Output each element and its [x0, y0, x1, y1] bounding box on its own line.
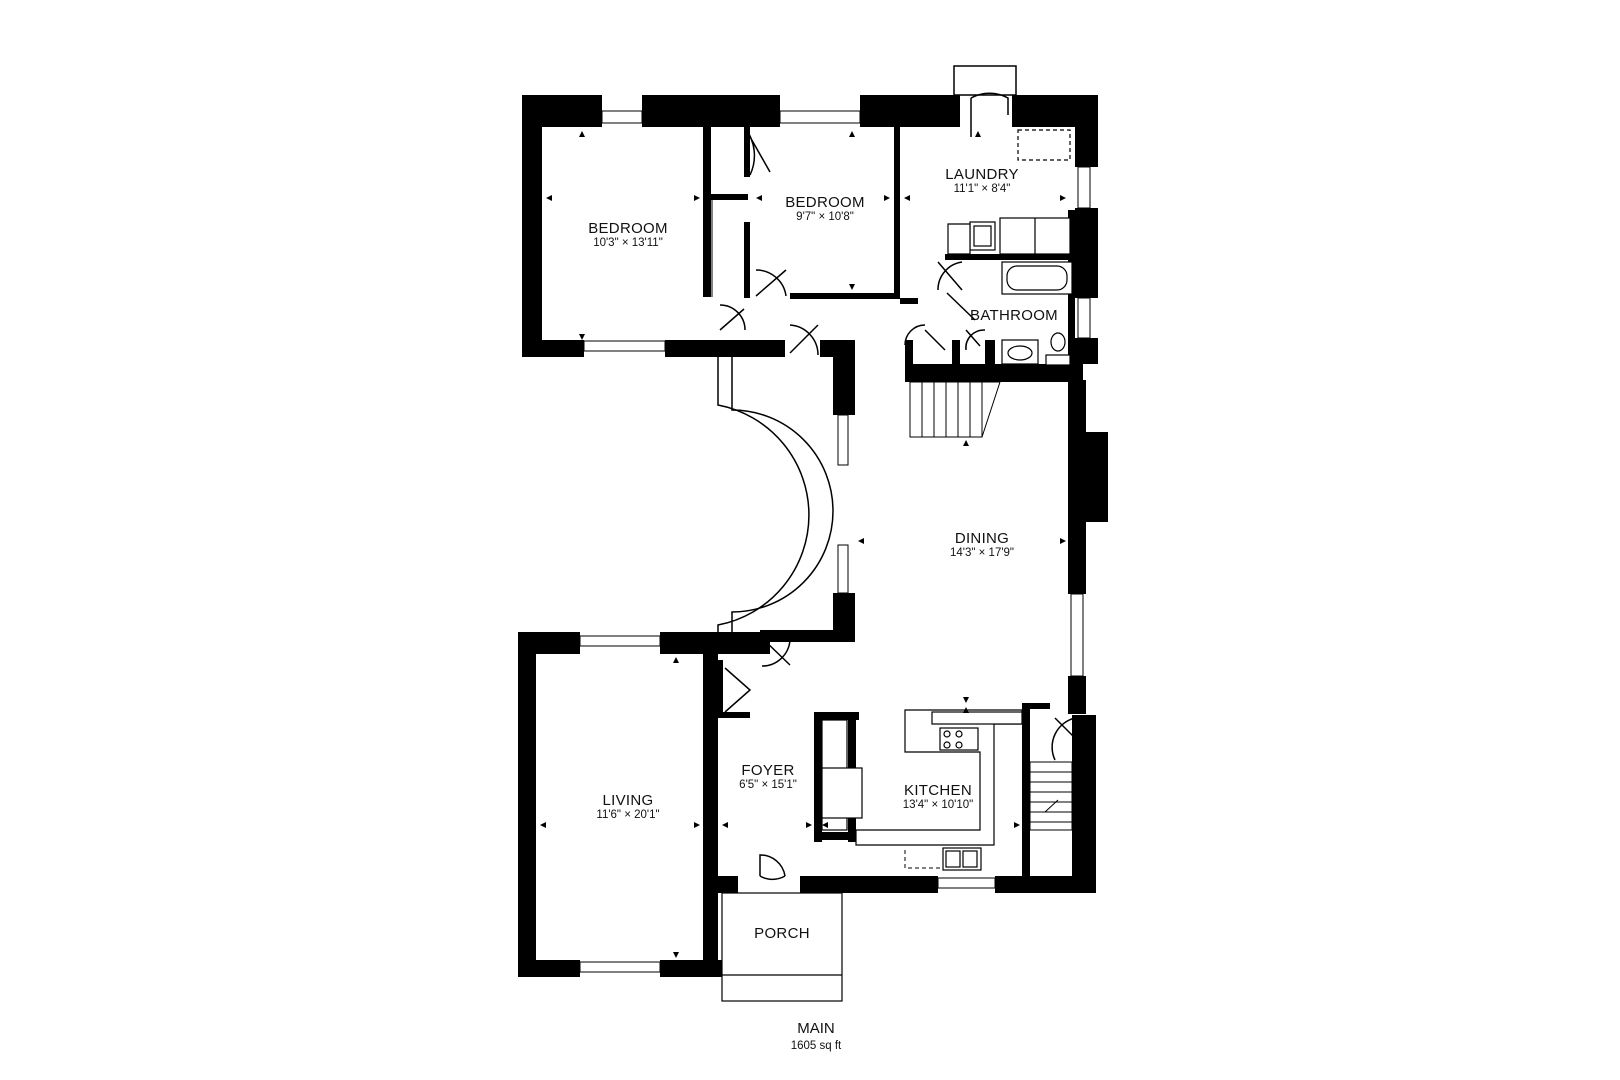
stairs-upper: [909, 381, 1001, 438]
room-name: KITCHEN: [904, 782, 972, 799]
foyer-built-in: [821, 719, 863, 831]
windows: [579, 110, 1091, 973]
exterior-walls: [518, 95, 1108, 977]
laundry-fixtures: [947, 129, 1071, 255]
room-name: BEDROOM: [588, 220, 668, 237]
porch-outline: [721, 892, 843, 1002]
closet-lines: [706, 199, 713, 298]
room-label-living: LIVING 11'6" × 20'1": [596, 792, 659, 822]
room-label-bedroom-1: BEDROOM 10'3" × 13'11": [588, 220, 668, 250]
room-label-laundry: LAUNDRY 11'1" × 8'4": [945, 166, 1019, 196]
room-dimensions: 6'5" × 15'1": [739, 779, 797, 792]
room-dimensions: 9'7" × 10'8": [796, 211, 854, 224]
room-label-porch: PORCH: [754, 925, 810, 942]
room-name: BATHROOM: [970, 307, 1058, 324]
room-name: BEDROOM: [785, 194, 865, 211]
room-name: FOYER: [741, 762, 795, 779]
room-name: LIVING: [602, 792, 654, 809]
roof-vent: [953, 65, 1017, 96]
courtyard-arc: [717, 357, 834, 632]
dishwasher-outline: [904, 850, 940, 869]
room-label-kitchen: KITCHEN 13'4" × 10'10": [903, 782, 973, 812]
floor-caption: MAIN 1605 sq ft: [791, 1020, 842, 1053]
kitchen-counters: [855, 709, 1023, 871]
room-label-bathroom: BATHROOM: [970, 307, 1058, 324]
room-name: PORCH: [754, 925, 810, 942]
room-dimensions: 11'6" × 20'1": [596, 809, 660, 822]
room-dimensions: 13'4" × 10'10": [902, 799, 974, 812]
room-dimensions: 14'3" × 17'9": [949, 547, 1015, 560]
room-label-foyer: FOYER 6'5" × 15'1": [739, 762, 797, 792]
doors: [719, 92, 1076, 881]
room-label-bedroom-2: BEDROOM 9'7" × 10'8": [785, 194, 865, 224]
room-dimensions: 10'3" × 13'11": [593, 237, 663, 250]
room-name: LAUNDRY: [945, 166, 1019, 183]
floor-name: MAIN: [797, 1020, 835, 1037]
bathroom-fixtures: [1001, 261, 1073, 366]
room-label-dining: DINING 14'3" × 17'9": [950, 530, 1014, 560]
floor-area: 1605 sq ft: [790, 1040, 842, 1053]
room-dimensions: 11'1" × 8'4": [953, 183, 1011, 196]
stairs-lower: [1029, 761, 1073, 831]
dimension-markers: [540, 131, 1066, 958]
room-name: DINING: [954, 530, 1010, 547]
